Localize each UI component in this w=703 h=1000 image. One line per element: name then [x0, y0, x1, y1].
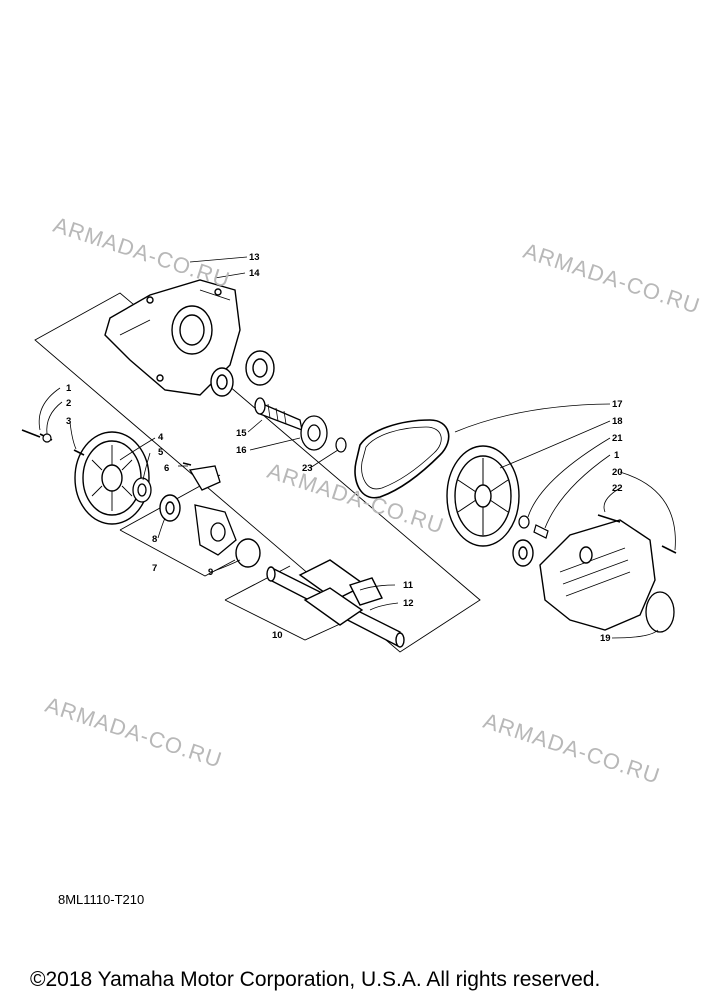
callout-10: 10 — [272, 630, 283, 641]
callout-1: 1 — [66, 383, 72, 394]
callout-19: 19 — [600, 633, 611, 644]
callout-5: 5 — [158, 447, 164, 458]
callout-17: 17 — [612, 399, 623, 410]
cover-gasket — [645, 591, 675, 633]
callout-4: 4 — [158, 432, 164, 443]
bearing-upper — [210, 350, 275, 397]
callout-11: 11 — [403, 580, 414, 591]
drive-shaft — [266, 559, 405, 648]
callout-13: 13 — [249, 252, 260, 263]
callout-3: 3 — [66, 416, 71, 427]
callout-15: 15 — [236, 428, 247, 439]
brake-disc — [74, 431, 150, 525]
callout-14: 14 — [249, 268, 260, 279]
sprocket-bolt — [533, 524, 549, 539]
callout-16: 16 — [236, 445, 247, 456]
outer-chaincase-cover — [539, 519, 656, 631]
callout-8: 8 — [152, 534, 157, 545]
callout-7: 7 — [152, 563, 157, 574]
disc-hub — [132, 477, 152, 503]
callout-22: 22 — [612, 483, 623, 494]
bearing-flange-bracket — [182, 462, 237, 556]
drawing-code: 8ML1110-T210 — [58, 892, 145, 907]
o-ring — [235, 538, 261, 568]
callout-20: 20 — [612, 467, 623, 478]
upper-shaft — [254, 397, 303, 432]
callout-2: 2 — [66, 398, 71, 409]
disc-small-bolt — [73, 449, 85, 456]
upper-sprocket — [300, 415, 328, 451]
sprocket-washer — [518, 515, 530, 529]
cover-bolt-upper — [597, 514, 621, 523]
callout-12: 12 — [403, 598, 414, 609]
lower-sprocket — [446, 445, 520, 547]
copyright-notice: ©2018 Yamaha Motor Corporation, U.S.A. A… — [30, 968, 601, 991]
callout-18: 18 — [612, 416, 623, 427]
inner-chaincase-housing — [104, 279, 241, 396]
bearing-lower-left — [159, 494, 181, 522]
drive-chain — [354, 419, 450, 499]
callout-6: 6 — [164, 463, 169, 474]
cover-bolt-right — [661, 545, 677, 554]
callout-23: 23 — [302, 463, 313, 474]
callout-21: 21 — [612, 433, 623, 444]
disc-washer — [42, 433, 52, 443]
spacer-washer — [335, 437, 347, 453]
bearing-lower-right — [512, 539, 534, 567]
callout-9: 9 — [208, 567, 213, 578]
callout-1b: 1 — [614, 450, 620, 461]
